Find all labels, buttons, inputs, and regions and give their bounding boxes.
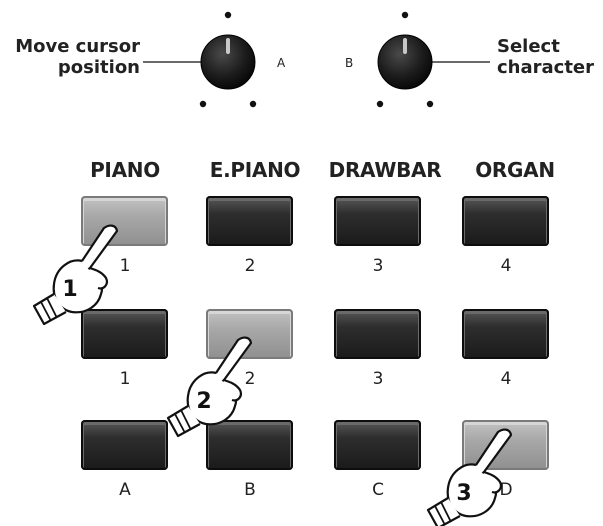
panel-button-r1-c1[interactable] bbox=[81, 196, 168, 246]
step-2-number: 2 bbox=[196, 389, 211, 414]
knob-b-letter: B bbox=[345, 56, 354, 70]
panel-button-r1-c2[interactable] bbox=[206, 196, 293, 246]
step-3-number: 3 bbox=[456, 481, 471, 506]
character-knob[interactable] bbox=[377, 34, 433, 90]
select-character-label-line2: character bbox=[497, 57, 595, 78]
knob-a-dot-top bbox=[224, 11, 232, 19]
move-cursor-label-line2: position bbox=[57, 57, 140, 78]
panel-button-label: 3 bbox=[372, 256, 384, 276]
category-piano: PIANO bbox=[90, 158, 160, 182]
panel-button-label: C bbox=[372, 480, 384, 500]
select-character-label-line1: Select bbox=[497, 36, 560, 57]
panel-button-label: 2 bbox=[244, 256, 256, 276]
panel-button-r2-c4[interactable] bbox=[462, 309, 549, 359]
category-organ: ORGAN bbox=[475, 158, 555, 182]
knob-a-letter: A bbox=[277, 56, 286, 70]
step-1-number: 1 bbox=[62, 277, 77, 302]
move-cursor-label-line1: Move cursor bbox=[15, 36, 140, 57]
knob-b-dot-right bbox=[426, 100, 434, 108]
select-character-label: Select character bbox=[497, 36, 597, 78]
hand-pointer-1: 1 bbox=[32, 224, 119, 326]
panel-button-label: 4 bbox=[500, 369, 512, 389]
knob-a-dot-right bbox=[249, 100, 257, 108]
panel-button-label: 1 bbox=[119, 369, 131, 389]
cursor-knob[interactable] bbox=[200, 34, 256, 90]
panel-button-r1-c3[interactable] bbox=[334, 196, 421, 246]
panel-button-label: B bbox=[244, 480, 256, 500]
knob-a-dot-left bbox=[199, 100, 207, 108]
knob-b-dot-left bbox=[376, 100, 384, 108]
panel-button-r3-c3[interactable] bbox=[334, 420, 421, 470]
panel-button-r1-c4[interactable] bbox=[462, 196, 549, 246]
panel-button-label: 3 bbox=[372, 369, 384, 389]
category-e-piano: E.PIANO bbox=[209, 158, 301, 182]
panel-button-label: A bbox=[119, 480, 131, 500]
panel-button-r2-c3[interactable] bbox=[334, 309, 421, 359]
panel-button-label: 1 bbox=[119, 256, 131, 276]
panel-button-r3-c2[interactable] bbox=[206, 420, 293, 470]
panel-button-r3-c1[interactable] bbox=[81, 420, 168, 470]
panel-button-label: 2 bbox=[244, 369, 256, 389]
panel-button-r3-c4[interactable] bbox=[462, 420, 549, 470]
knob-b-dot-top bbox=[401, 11, 409, 19]
panel-button-label: D bbox=[499, 480, 513, 500]
move-cursor-label: Move cursor position bbox=[10, 36, 140, 78]
panel-button-label: 4 bbox=[500, 256, 512, 276]
panel-button-r2-c2[interactable] bbox=[206, 309, 293, 359]
category-drawbar: DRAWBAR bbox=[328, 158, 442, 182]
panel-button-r2-c1[interactable] bbox=[81, 309, 168, 359]
hand-pointer-3: 3 bbox=[426, 428, 513, 526]
hand-pointer-2: 2 bbox=[166, 336, 253, 438]
